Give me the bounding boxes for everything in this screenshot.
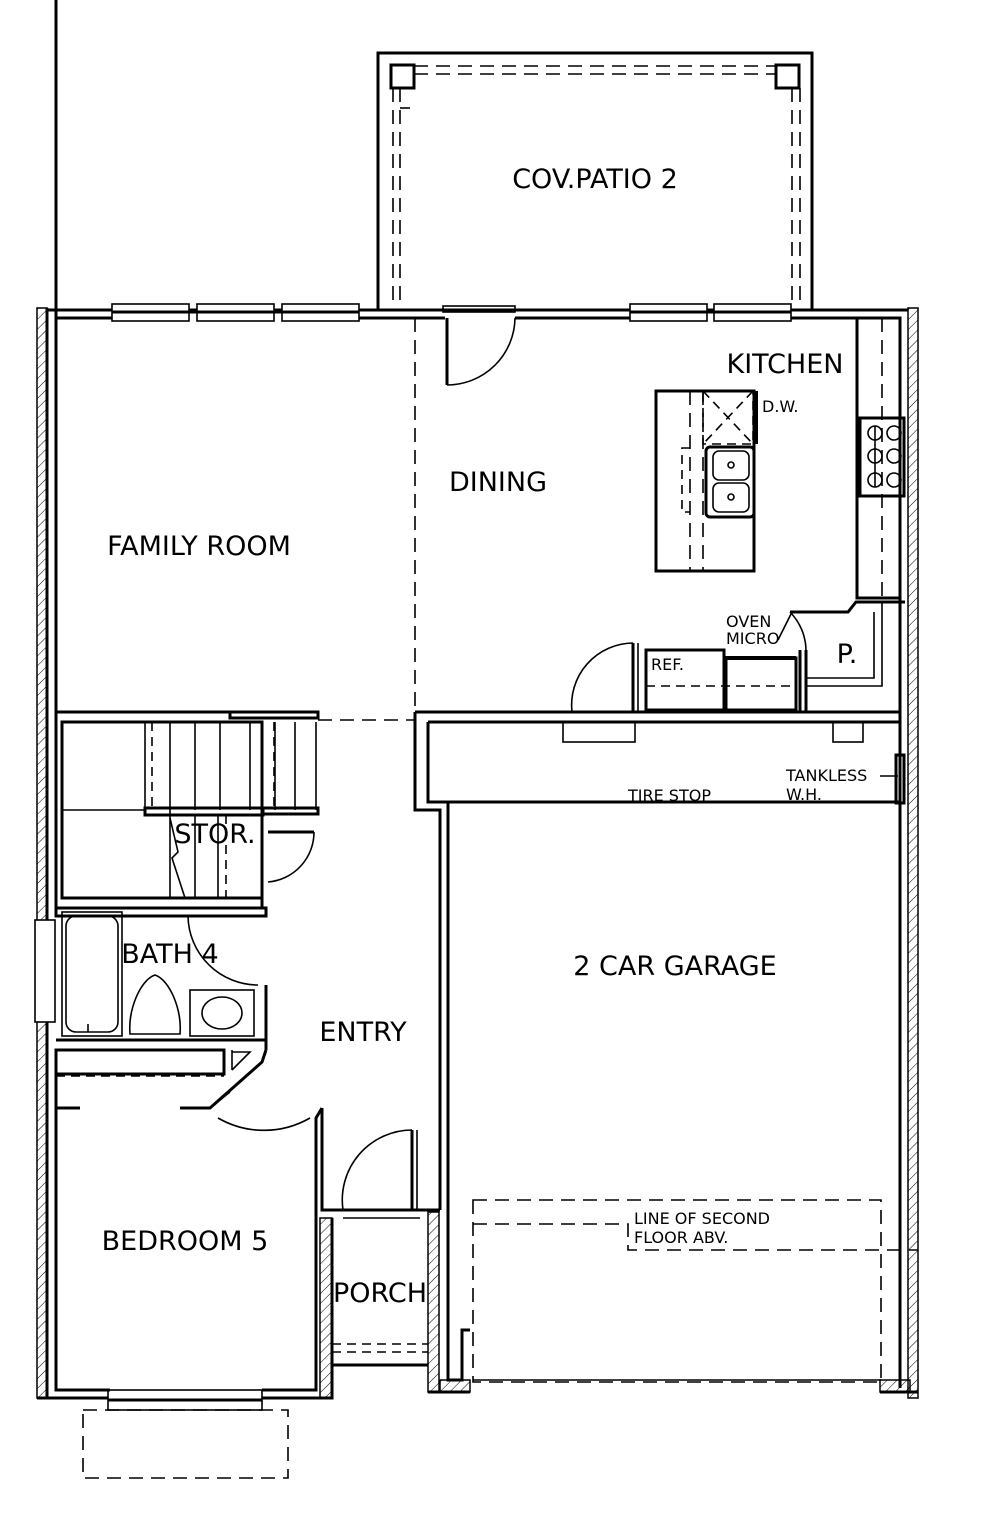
label-family-room: FAMILY ROOM [107, 531, 291, 562]
bedroom [54, 1091, 440, 1392]
label-kitchen: KITCHEN [727, 349, 844, 380]
label-micro: MICRO [726, 629, 779, 648]
label-second-floor-1: LINE OF SECOND [634, 1209, 770, 1228]
garage-house-door [562, 642, 639, 743]
covered-patio [376, 51, 814, 310]
kitchen-range-counter [855, 316, 906, 600]
label-pantry: P. [837, 639, 858, 670]
front-door [332, 1129, 428, 1367]
label-dishwasher: D.W. [762, 397, 798, 416]
label-bedroom: BEDROOM 5 [102, 1226, 269, 1257]
label-tire-stop: TIRE STOP [627, 786, 711, 805]
label-water-heater: W.H. [786, 785, 822, 804]
garage-walls [413, 710, 918, 1383]
label-dining: DINING [449, 467, 547, 498]
patio-door [442, 305, 516, 386]
appliances-wall [644, 648, 802, 712]
label-bath: BATH 4 [121, 939, 218, 970]
windows [34, 303, 792, 1479]
label-cov-patio: COV.PATIO 2 [512, 164, 678, 195]
label-oven: OVEN [726, 612, 771, 631]
bedroom-closet [54, 1048, 268, 1110]
kitchen-island [654, 389, 758, 573]
label-entry: ENTRY [319, 1017, 407, 1048]
exterior-walls [36, 307, 919, 1400]
label-garage: 2 CAR GARAGE [573, 951, 776, 982]
label-refrigerator: REF. [651, 655, 684, 674]
label-storage: STOR. [174, 819, 255, 850]
label-tankless: TANKLESS [785, 766, 867, 785]
room-labels: COV.PATIO 2 KITCHEN DINING FAMILY ROOM S… [102, 164, 858, 1309]
fixture-labels: D.W. OVEN MICRO REF. TIRE STOP TANKLESS … [627, 397, 867, 1247]
stairs [56, 710, 320, 900]
label-second-floor-2: FLOOR ABV. [634, 1228, 728, 1247]
label-porch: PORCH [333, 1278, 427, 1309]
bath [54, 0, 268, 1050]
